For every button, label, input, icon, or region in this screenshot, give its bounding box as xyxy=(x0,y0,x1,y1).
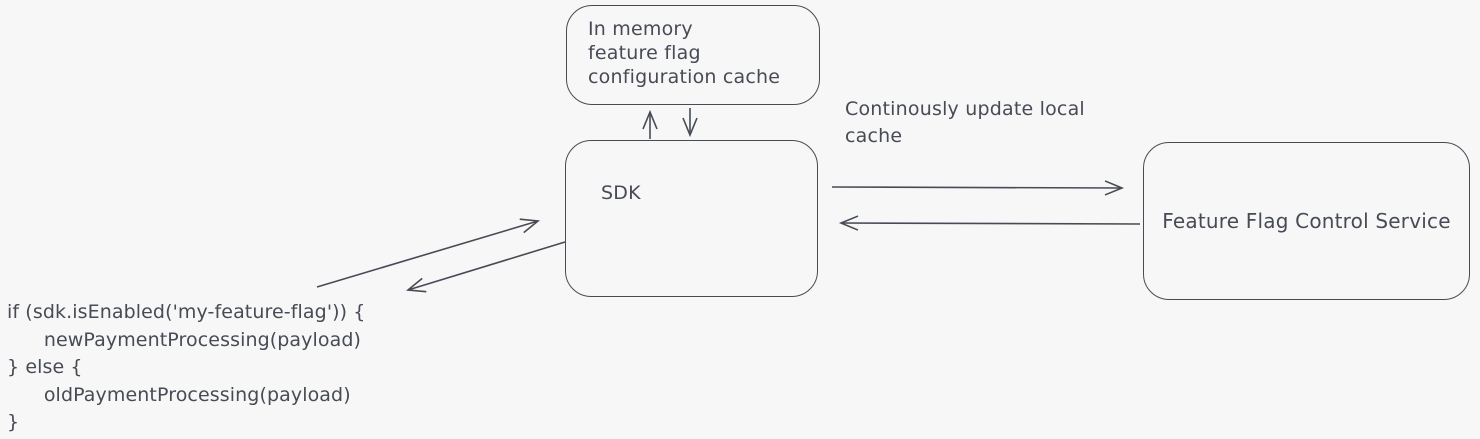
sdk-node: SDK xyxy=(565,140,818,297)
code-line: } xyxy=(7,411,20,433)
cache-node: In memory feature flag configuration cac… xyxy=(566,5,820,105)
code-line: if (sdk.isEnabled('my-feature-flag')) { xyxy=(7,301,366,323)
arrow-code-to-sdk xyxy=(316,218,541,288)
arrow-service-to-sdk xyxy=(838,215,1141,231)
code-line: } else { xyxy=(7,356,83,378)
edge-label-update-cache: Continously update local cache xyxy=(845,98,1085,147)
arrow-sdk-to-service xyxy=(831,180,1125,196)
cache-node-label: In memory feature flag configuration cac… xyxy=(588,18,781,88)
code-snippet: if (sdk.isEnabled('my-feature-flag')) { … xyxy=(7,299,366,437)
code-line: newPaymentProcessing(payload) xyxy=(7,328,362,351)
service-node-label: Feature Flag Control Service xyxy=(1162,209,1451,233)
sdk-node-label: SDK xyxy=(601,182,641,204)
arrow-sdk-to-code xyxy=(405,241,566,293)
service-node: Feature Flag Control Service xyxy=(1143,142,1470,300)
code-line: oldPaymentProcessing(payload) xyxy=(7,383,351,406)
